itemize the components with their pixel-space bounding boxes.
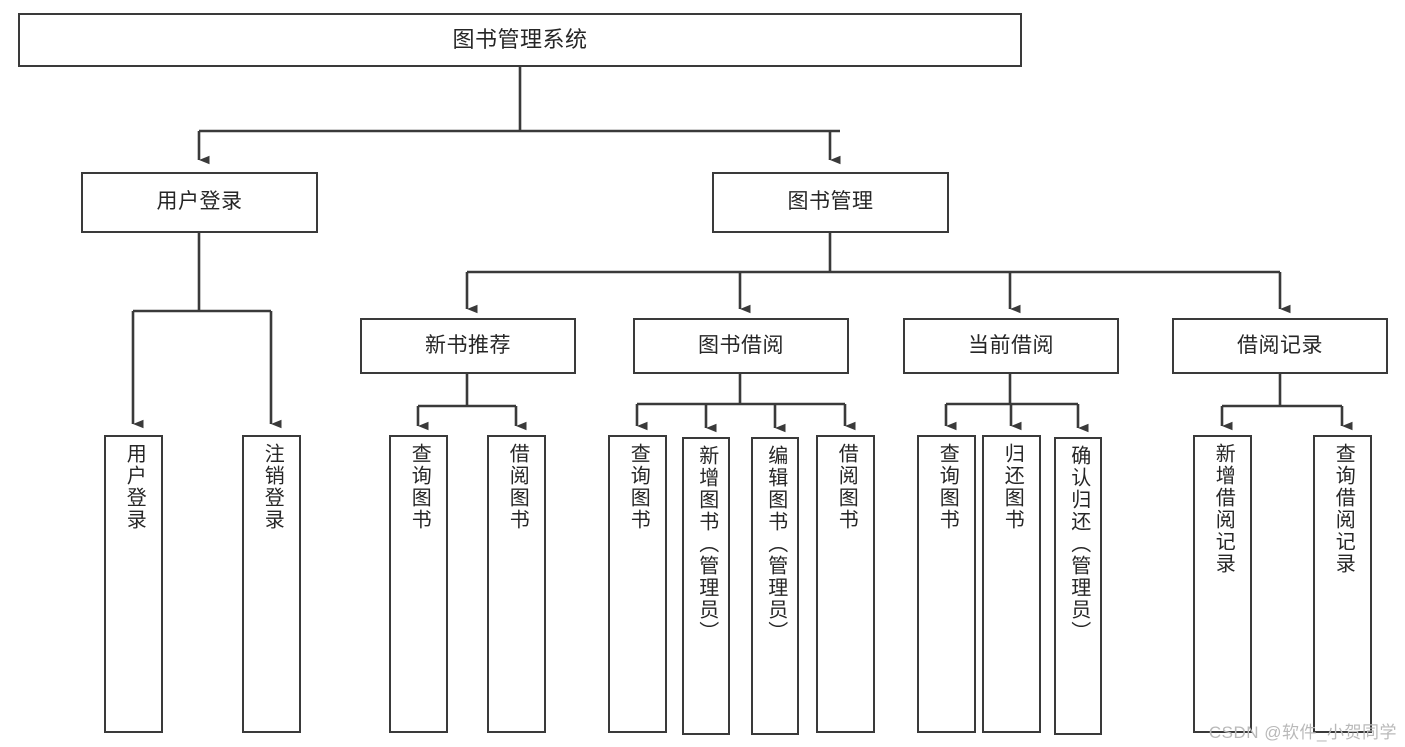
node-label: 编辑图书（管理员） [764,445,787,643]
node-label: 图书管理系统 [452,27,588,53]
node-leaf-borrow-book-recommend[interactable]: 借阅图书 [487,435,546,733]
node-label: 图书管理 [787,190,874,214]
node-leaf-edit-book-admin[interactable]: 编辑图书（管理员） [751,437,799,735]
node-label: 查询图书 [408,443,431,531]
node-borrow-record[interactable]: 借阅记录 [1172,318,1388,374]
node-label: 借阅图书 [506,443,529,531]
node-label: 查询借阅记录 [1332,443,1355,575]
watermark-text: CSDN @软件_小贺同学 [1208,723,1397,742]
node-label: 查询图书 [627,443,650,531]
node-label: 用户登录 [156,190,243,214]
node-label: 新增借阅记录 [1212,443,1235,575]
node-leaf-query-book-recommend[interactable]: 查询图书 [389,435,448,733]
node-new-book-recommend[interactable]: 新书推荐 [360,318,576,374]
node-label: 图书借阅 [698,333,784,357]
node-leaf-confirm-return-admin[interactable]: 确认归还（管理员） [1054,437,1102,735]
node-label: 借阅记录 [1237,333,1323,357]
node-label: 新增图书（管理员） [695,445,718,643]
node-user-login[interactable]: 用户登录 [81,172,318,233]
node-label: 归还图书 [1001,443,1024,531]
node-label: 注销登录 [261,443,284,531]
node-leaf-query-borrow-record[interactable]: 查询借阅记录 [1313,435,1372,733]
node-label: 用户登录 [123,443,146,531]
node-current-borrow[interactable]: 当前借阅 [903,318,1119,374]
node-leaf-borrow-book[interactable]: 借阅图书 [816,435,875,733]
node-leaf-query-book-current[interactable]: 查询图书 [917,435,976,733]
node-book-management[interactable]: 图书管理 [712,172,949,233]
node-leaf-logout[interactable]: 注销登录 [242,435,301,733]
node-leaf-user-login[interactable]: 用户登录 [104,435,163,733]
node-label: 确认归还（管理员） [1067,445,1090,643]
node-leaf-query-book-borrow[interactable]: 查询图书 [608,435,667,733]
node-label: 新书推荐 [425,333,511,357]
node-leaf-return-book[interactable]: 归还图书 [982,435,1041,733]
node-leaf-add-borrow-record[interactable]: 新增借阅记录 [1193,435,1252,733]
node-label: 借阅图书 [835,443,858,531]
node-label: 查询图书 [936,443,959,531]
node-leaf-add-book-admin[interactable]: 新增图书（管理员） [682,437,730,735]
node-root-system[interactable]: 图书管理系统 [18,13,1022,67]
node-label: 当前借阅 [968,333,1054,357]
node-book-borrow[interactable]: 图书借阅 [633,318,849,374]
